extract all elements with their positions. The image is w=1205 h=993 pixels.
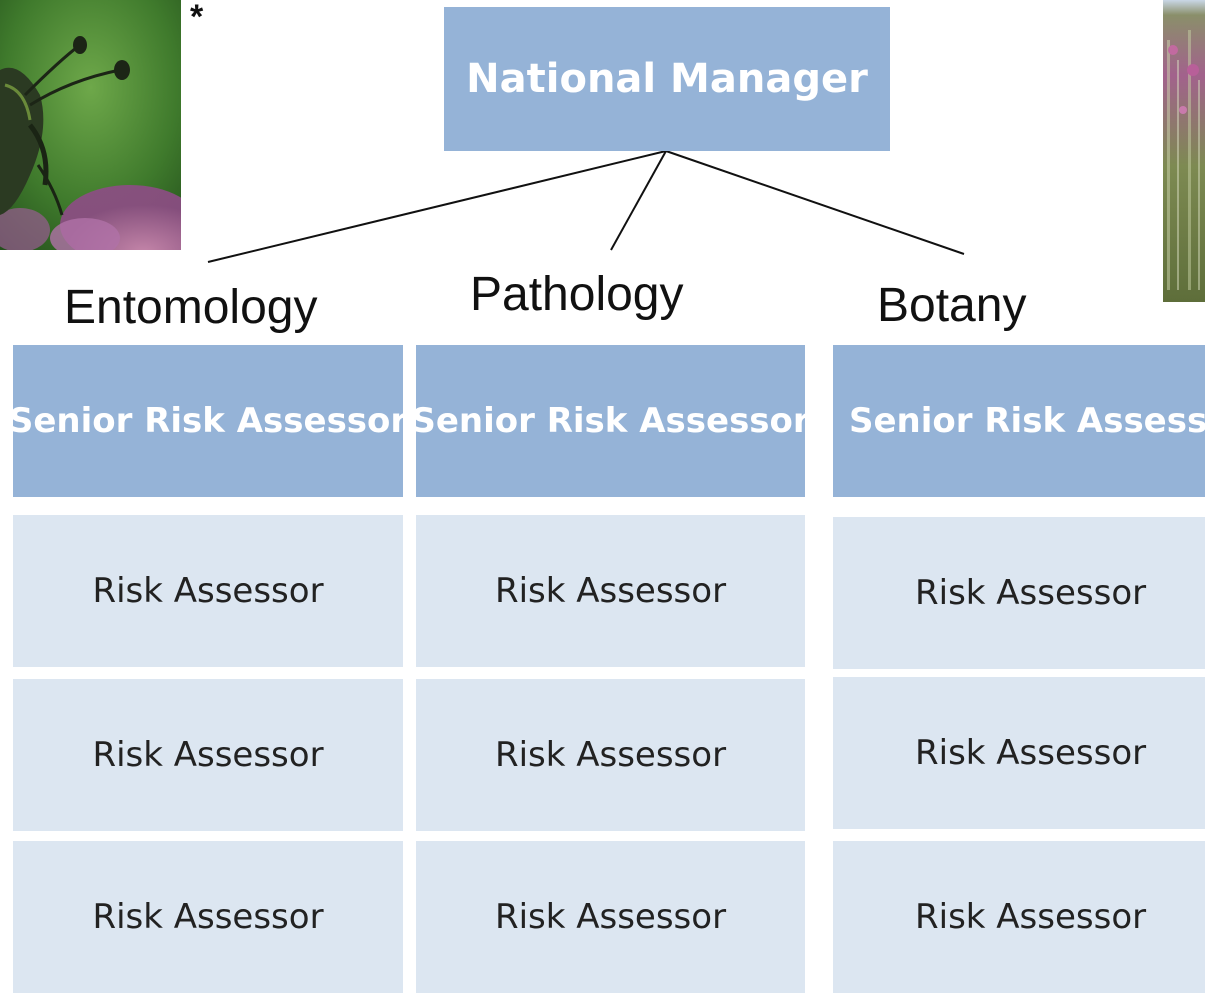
risk-assessor-botany-2: Risk Assessor bbox=[833, 677, 1205, 829]
risk-assessor-pathology-3: Risk Assessor bbox=[416, 841, 805, 993]
wildflower-meadow-photo bbox=[1163, 0, 1205, 302]
risk-assessor-botany-1: Risk Assessor bbox=[833, 517, 1205, 669]
senior-risk-assessor-botany: Senior Risk Assessor bbox=[833, 345, 1205, 497]
connector-entomology bbox=[207, 150, 667, 263]
risk-assessor-botany-3: Risk Assessor bbox=[833, 841, 1205, 993]
senior-risk-assessor-entomology: Senior Risk Assessor bbox=[13, 345, 403, 497]
national-manager-box: National Manager bbox=[444, 7, 890, 151]
risk-assessor-entomology-1: Risk Assessor bbox=[13, 515, 403, 667]
connector-botany bbox=[665, 150, 965, 255]
department-label-entomology: Entomology bbox=[64, 281, 318, 334]
risk-assessor-entomology-2: Risk Assessor bbox=[13, 679, 403, 831]
connector-pathology bbox=[610, 150, 667, 251]
footnote-asterisk: * bbox=[190, 0, 204, 36]
insect-on-flower-photo bbox=[0, 0, 181, 250]
risk-assessor-pathology-1: Risk Assessor bbox=[416, 515, 805, 667]
senior-risk-assessor-pathology: Senior Risk Assessor bbox=[416, 345, 805, 497]
department-label-pathology: Pathology bbox=[470, 268, 684, 321]
risk-assessor-pathology-2: Risk Assessor bbox=[416, 679, 805, 831]
risk-assessor-entomology-3: Risk Assessor bbox=[13, 841, 403, 993]
background-patch bbox=[1118, 830, 1205, 840]
department-label-botany: Botany bbox=[877, 279, 1027, 332]
